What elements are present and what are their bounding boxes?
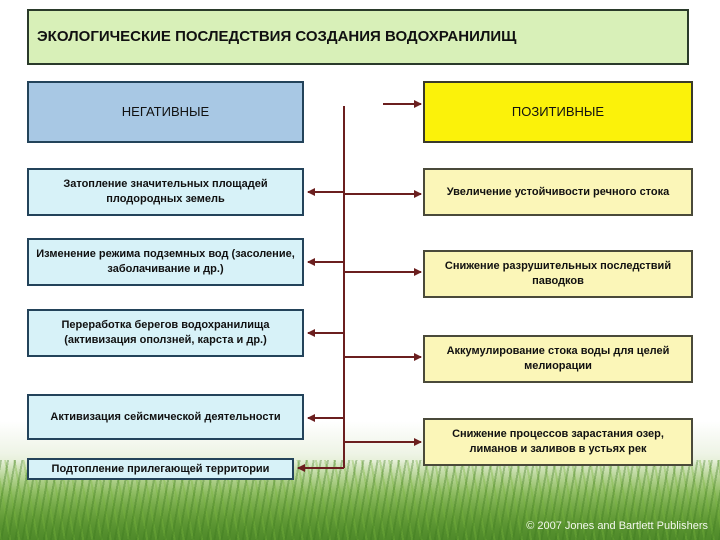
negative-item-4: Активизация сейсмической деятельности (27, 394, 304, 440)
positive-item-4: Снижение процессов зарастания озер, лима… (423, 418, 693, 466)
negative-header: НЕГАТИВНЫЕ (27, 81, 304, 143)
negative-item-2: Изменение режима подземных вод (засолени… (27, 238, 304, 286)
positive-item-2: Снижение разрушительных последствий паво… (423, 250, 693, 298)
watermark-text: © 2007 Jones and Bartlett Publishers (526, 520, 708, 532)
negative-item-1: Затопление значительных площадей плодоро… (27, 168, 304, 216)
positive-item-3: Аккумулирование стока воды для целей мел… (423, 335, 693, 383)
positive-header: ПОЗИТИВНЫЕ (423, 81, 693, 143)
negative-item-5: Подтопление прилегающей территории (27, 458, 294, 480)
negative-item-3: Переработка берегов водохранилища (актив… (27, 309, 304, 357)
diagram-title: ЭКОЛОГИЧЕСКИЕ ПОСЛЕДСТВИЯ СОЗДАНИЯ ВОДОХ… (27, 9, 689, 65)
positive-item-1: Увеличение устойчивости речного стока (423, 168, 693, 216)
